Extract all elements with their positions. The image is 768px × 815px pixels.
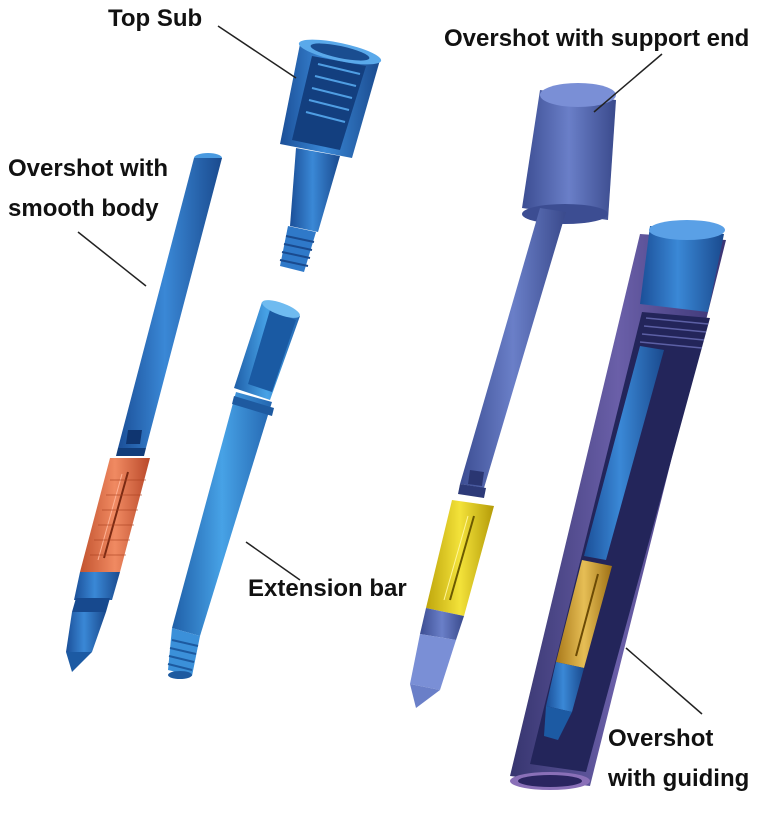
label-overshot-guiding-line1: Overshot bbox=[608, 725, 714, 752]
leader-lines bbox=[77, 25, 703, 715]
overshot-guiding bbox=[510, 220, 726, 790]
yellow-spring-basket bbox=[426, 500, 494, 616]
top-sub bbox=[279, 39, 382, 272]
leader-support-end bbox=[593, 53, 663, 113]
label-overshot-guiding-line2: with guiding bbox=[608, 765, 750, 792]
label-extension-bar: Extension bar bbox=[248, 575, 407, 602]
leader-smooth-body bbox=[77, 231, 147, 287]
label-overshot-smooth-body-line1: Overshot with bbox=[8, 155, 169, 182]
leader-guiding bbox=[625, 647, 703, 715]
label-overshot-support-end: Overshot with support end bbox=[444, 25, 750, 52]
leader-top-sub bbox=[217, 25, 297, 79]
leader-extension-bar bbox=[245, 541, 301, 581]
gold-spring-basket bbox=[556, 560, 612, 668]
label-overshot-smooth-body-line2: smooth body bbox=[8, 195, 159, 222]
overshot-support-end bbox=[410, 83, 616, 708]
extension-bar bbox=[167, 300, 300, 679]
overshot-smooth-body bbox=[66, 153, 222, 672]
label-top-sub: Top Sub bbox=[108, 5, 203, 32]
